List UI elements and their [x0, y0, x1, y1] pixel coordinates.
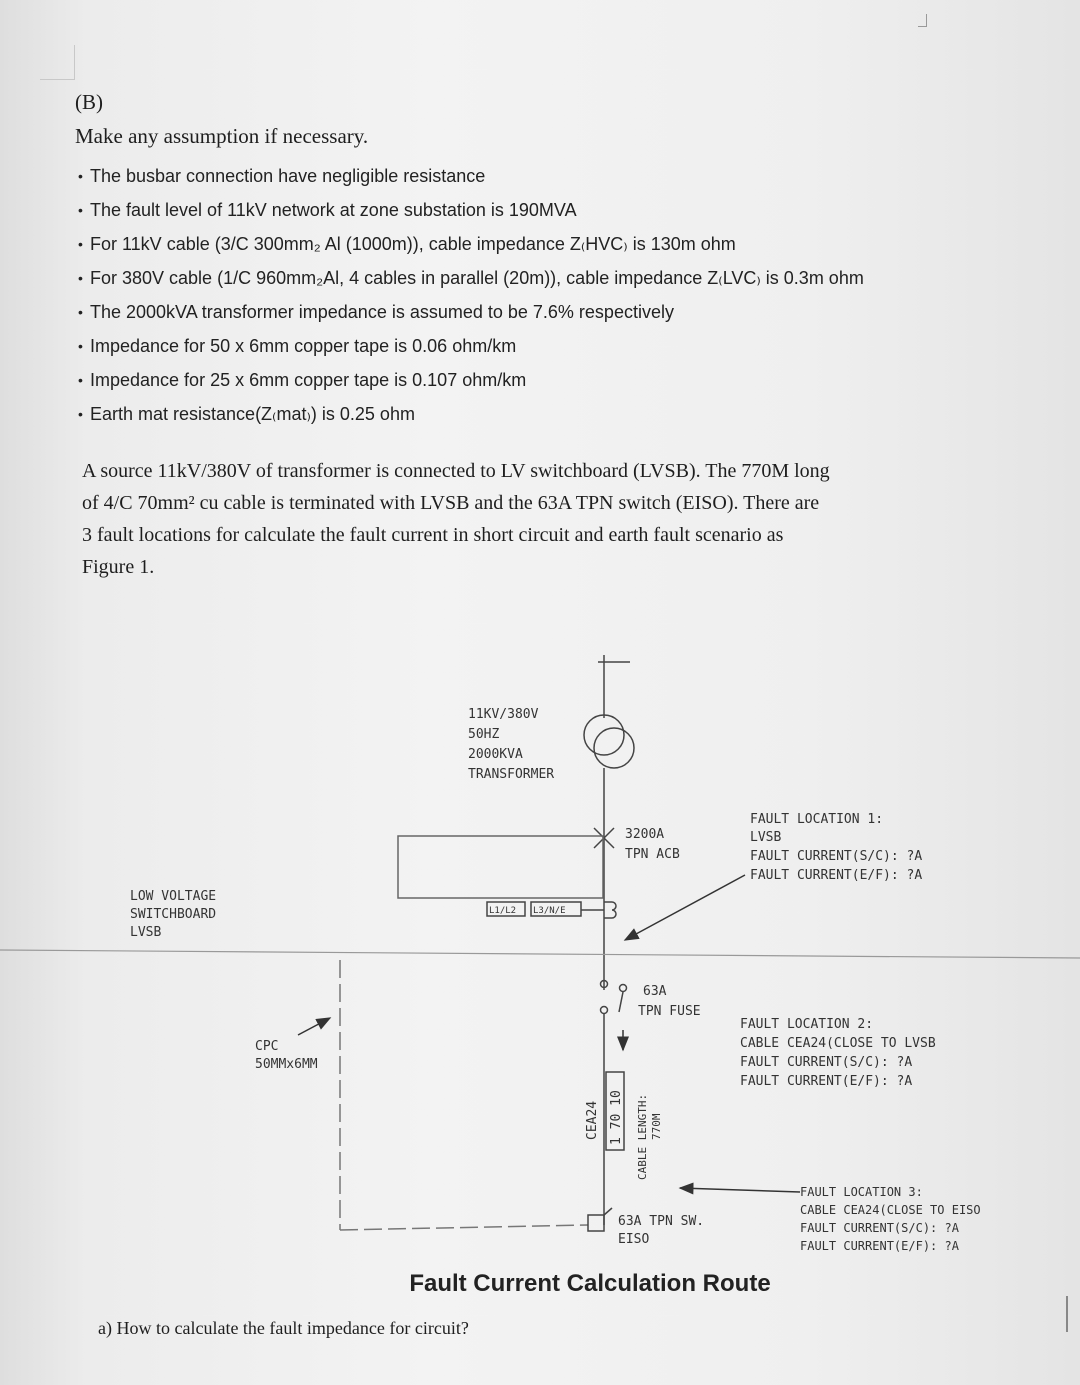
bullet-item: The busbar connection have negligible re…	[78, 163, 864, 197]
cable-length-value: 770M	[650, 1113, 663, 1140]
busbar-label: L3/N/E	[533, 906, 566, 916]
figure-title: Fault Current Calculation Route	[409, 1270, 771, 1297]
paragraph-line: A source 11kV/380V of transformer is con…	[82, 460, 830, 482]
corner-tick-mark	[918, 14, 927, 27]
lvsb-label: LOW VOLTAGE	[130, 889, 216, 904]
transformer-coil-hv	[583, 714, 625, 756]
busbar-label: L1/L2	[489, 906, 516, 916]
cable-id-label: CEA24	[585, 1101, 600, 1140]
problem-paragraph: A source 11kV/380V of transformer is con…	[82, 455, 932, 583]
fault2-label: FAULT LOCATION 2:	[740, 1017, 873, 1032]
fault3-label: FAULT CURRENT(E/F): ?A	[800, 1239, 960, 1253]
paragraph-line: Figure 1.	[82, 556, 155, 578]
lvsb-label: LVSB	[130, 925, 161, 940]
transformer-label: 50HZ	[468, 727, 499, 742]
cpc-label: 50MMx6MM	[255, 1057, 318, 1072]
fault2-label: CABLE CEA24(CLOSE TO LVSB	[740, 1036, 936, 1051]
paragraph-line: 3 fault locations for calculate the faul…	[82, 524, 784, 546]
cable-length-label: CABLE LENGTH:	[636, 1094, 649, 1180]
cable-size-label: 1 70 10	[609, 1090, 624, 1145]
bullet-item: For 11kV cable (3/C 300mm₂ Al (1000m)), …	[78, 231, 864, 265]
transformer-label: 2000KVA	[468, 747, 523, 762]
bullet-item: Impedance for 50 x 6mm copper tape is 0.…	[78, 333, 864, 367]
fault3-label: FAULT LOCATION 3:	[800, 1185, 923, 1199]
lvsb-enclosure	[397, 835, 604, 899]
assumption-note: Make any assumption if necessary.	[75, 124, 369, 148]
fault3-arrow	[678, 1182, 801, 1195]
fault1-label: FAULT CURRENT(S/C): ?A	[750, 849, 922, 864]
fault1-label: FAULT LOCATION 1:	[750, 812, 883, 827]
eiso-label: 63A TPN SW.	[618, 1214, 704, 1229]
transformer-label: 11KV/380V	[468, 707, 539, 722]
fault-route-diagram: 11KV/380V 50HZ 2000KVA TRANSFORMER 3200A…	[0, 655, 1080, 1253]
busbar-l3ne	[530, 901, 582, 917]
acb-label: 3200A	[625, 827, 664, 842]
busbar-l1l2	[486, 901, 526, 917]
bullet-item: Impedance for 25 x 6mm copper tape is 0.…	[78, 367, 864, 401]
fuse-label: TPN FUSE	[638, 1004, 701, 1019]
fault3-label: FAULT CURRENT(S/C): ?A	[800, 1221, 960, 1235]
ground-divider	[0, 949, 1080, 959]
fault2-label: FAULT CURRENT(E/F): ?A	[740, 1074, 912, 1089]
fault1-arrow	[623, 874, 746, 941]
bullet-item: For 380V cable (1/C 960mm₂Al, 4 cables i…	[78, 265, 864, 299]
acb-label: TPN ACB	[625, 847, 680, 862]
fault1-label: FAULT CURRENT(E/F): ?A	[750, 868, 922, 883]
fault2-label: FAULT CURRENT(S/C): ?A	[740, 1055, 912, 1070]
bullet-item: Earth mat resistance(Z₍mat₎) is 0.25 ohm	[78, 401, 864, 435]
bullet-item: The fault level of 11kV network at zone …	[78, 197, 864, 231]
eiso-label: EISO	[618, 1232, 649, 1247]
cpc-arrow	[297, 1017, 332, 1036]
fault3-label: CABLE CEA24(CLOSE TO EISO	[800, 1203, 981, 1217]
question-text: a) How to calculate the fault impedance …	[98, 1318, 469, 1338]
eiso-switch	[587, 1214, 605, 1232]
lvsb-label: SWITCHBOARD	[130, 907, 216, 922]
section-label: (B)	[75, 90, 103, 114]
page-corner-mark	[40, 45, 75, 80]
transformer-coil-lv	[593, 727, 635, 769]
cable-size-box	[605, 1071, 625, 1151]
fault1-label: LVSB	[750, 830, 781, 845]
assumption-list: The busbar connection have negligible re…	[78, 163, 864, 435]
bullet-item: The 2000kVA transformer impedance is ass…	[78, 299, 864, 333]
edge-mark	[1066, 1296, 1076, 1332]
cpc-label: CPC	[255, 1039, 278, 1054]
fuse-label: 63A	[643, 984, 667, 999]
transformer-label: TRANSFORMER	[468, 767, 554, 782]
paragraph-line: of 4/C 70mm² cu cable is terminated with…	[82, 492, 820, 514]
